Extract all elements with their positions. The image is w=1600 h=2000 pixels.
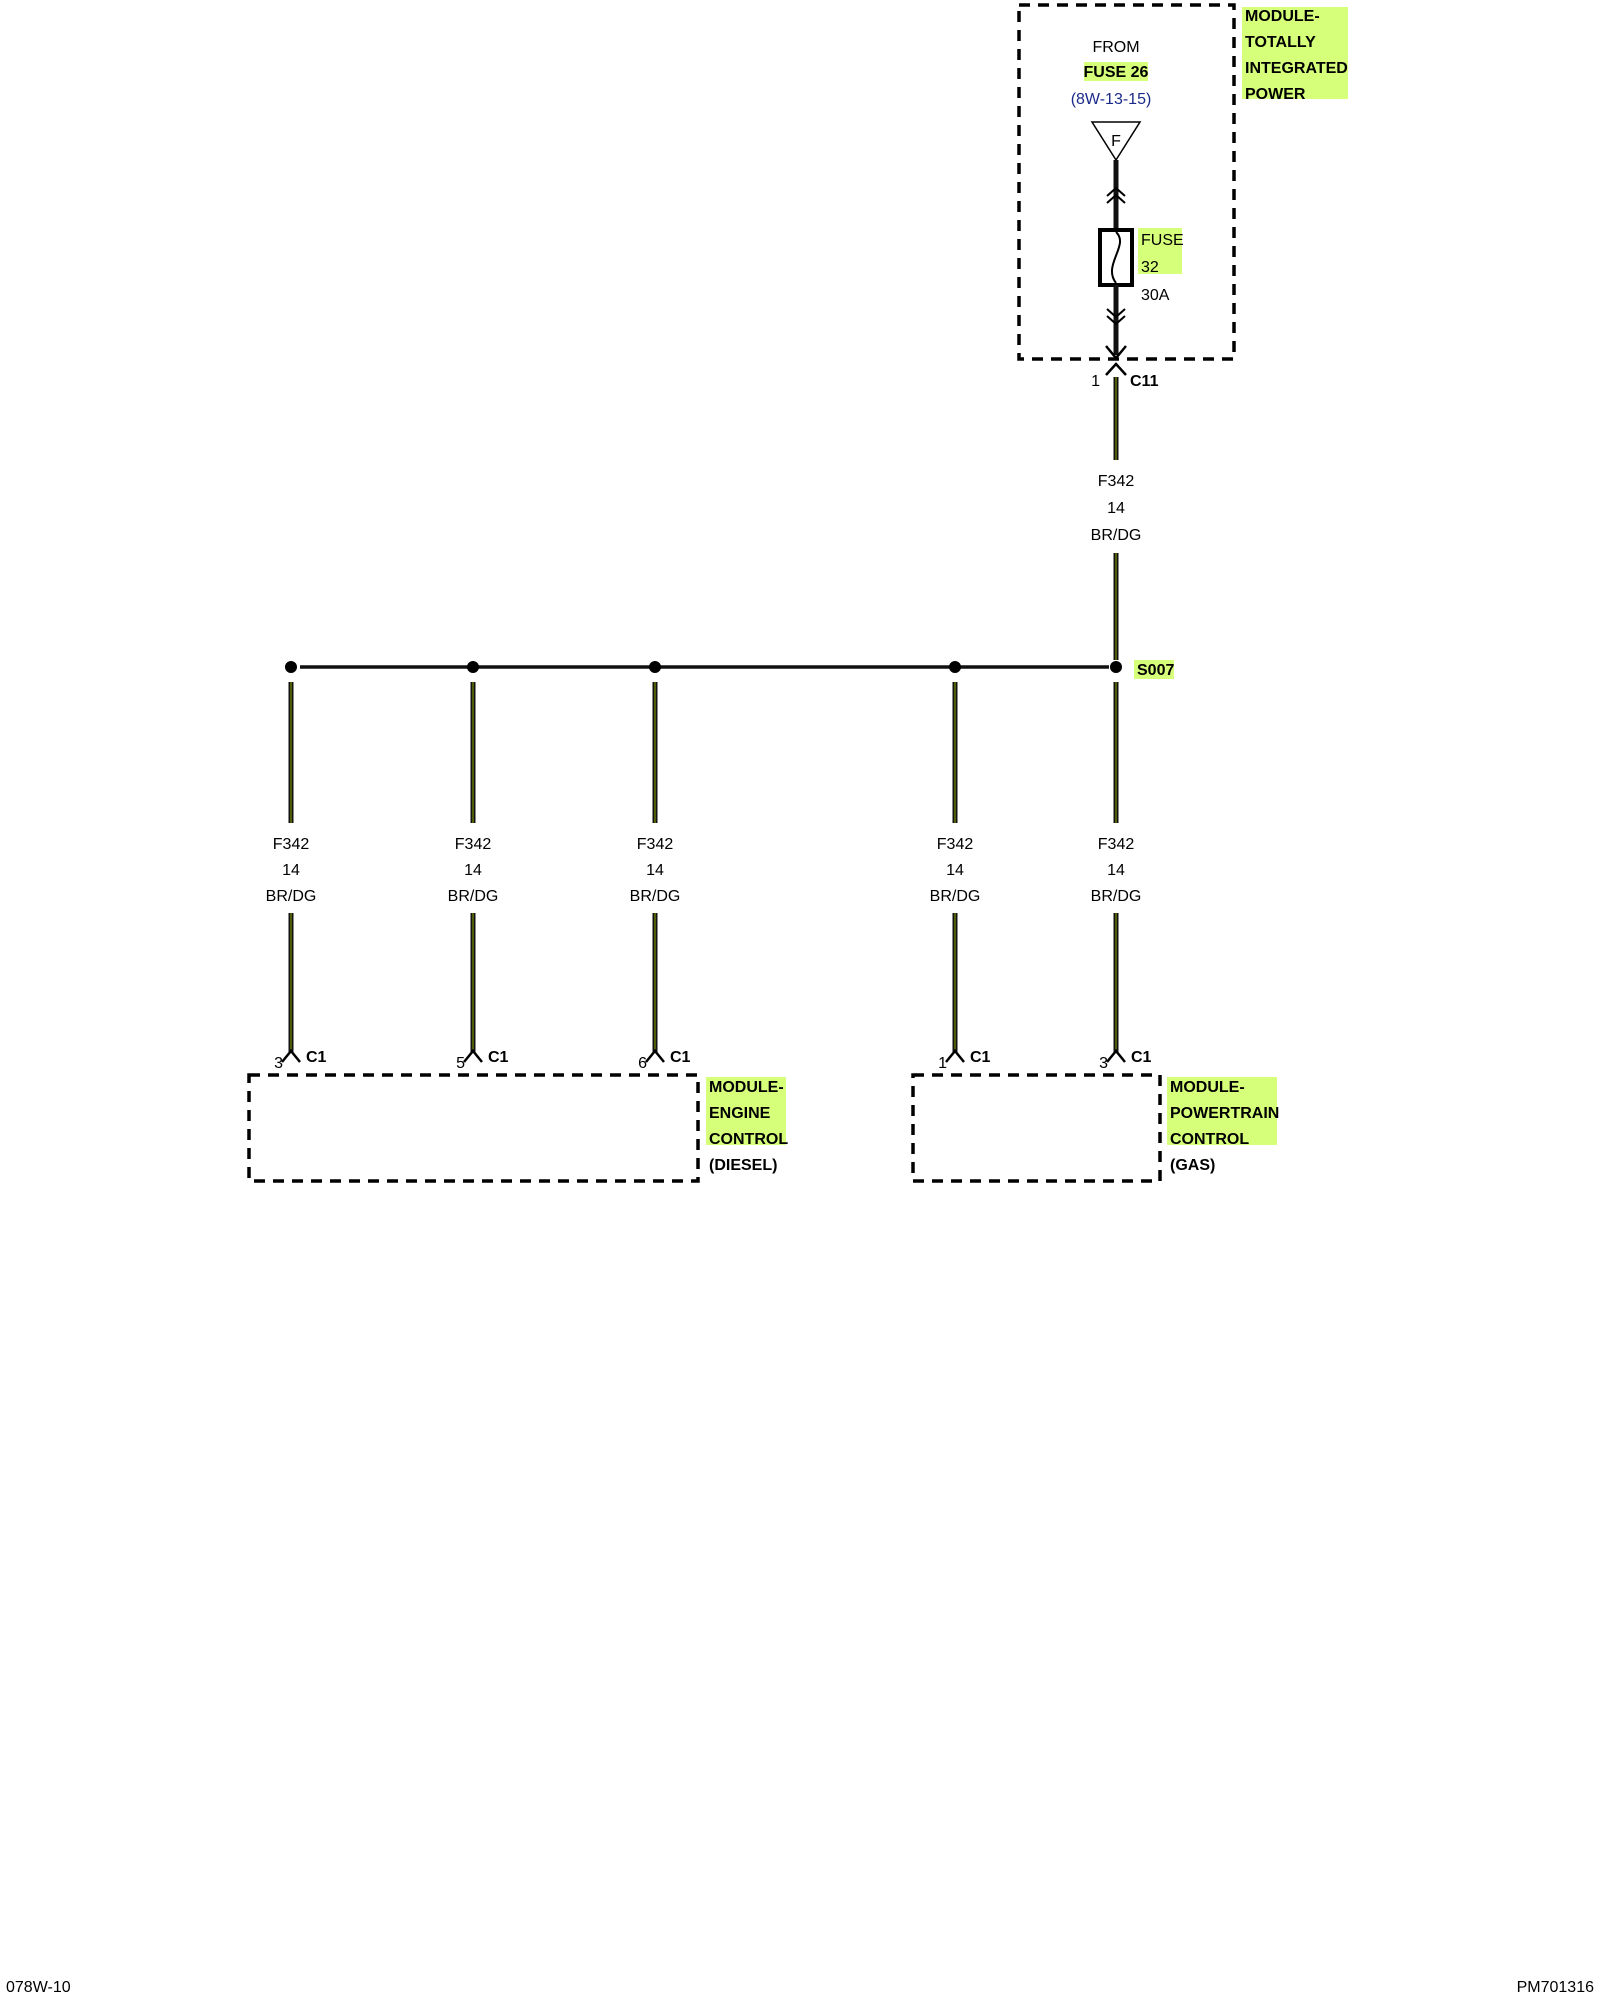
branch-connector-label: C1 [670, 1049, 691, 1066]
branch-pin-number: 6 [638, 1055, 647, 1072]
branch-color: BR/DG [630, 888, 681, 905]
fuse-icon [1098, 228, 1134, 287]
feed-wire-color: BR/DG [1091, 527, 1142, 544]
c11-connector-icon [1105, 345, 1127, 376]
c11-connector-label: C11 [1130, 373, 1159, 390]
fuse-rating: 30A [1141, 287, 1170, 304]
branch-color: BR/DG [448, 888, 499, 905]
ecm-module-box [247, 1073, 700, 1183]
connector-chevron-icon [1106, 186, 1126, 204]
footer-page-code: 078W-10 [6, 1979, 71, 1996]
tipm-reference-link[interactable]: (8W-13-15) [1071, 91, 1152, 108]
branch-color: BR/DG [266, 888, 317, 905]
ecm-variant: (DIESEL) [709, 1157, 777, 1174]
feed-wire-gauge: 14 [1107, 500, 1125, 517]
branch-gauge: 14 [282, 862, 300, 879]
footer-figure-id: PM701316 [1517, 1979, 1594, 1996]
pcm-name-line-2: POWERTRAIN [1170, 1105, 1279, 1122]
branch-circuit: F342 [1098, 836, 1135, 853]
splice-node-icon [1110, 661, 1122, 673]
branch-connector-label: C1 [1131, 1049, 1152, 1066]
connector-chevron-icon [1106, 308, 1126, 326]
c1-connector-icon [645, 1049, 665, 1063]
c1-connector-icon [281, 1049, 301, 1063]
branch-connector-label: C1 [488, 1049, 509, 1066]
branch-connector-label: C1 [306, 1049, 327, 1066]
branch-circuit: F342 [637, 836, 674, 853]
tipm-name-line-1: MODULE- [1245, 8, 1320, 25]
splice-node-icon [949, 661, 961, 673]
splice-node-icon [649, 661, 661, 673]
tipm-name-line-2: TOTALLY [1245, 34, 1316, 51]
branch-gauge: 14 [1107, 862, 1125, 879]
branch-color: BR/DG [930, 888, 981, 905]
splice-node-icon [285, 661, 297, 673]
tipm-from-label: FROM [1092, 39, 1139, 56]
tipm-module-label: MODULE- TOTALLY INTEGRATED POWER [1242, 7, 1348, 103]
fuse-feed-terminal-icon: F [1090, 121, 1142, 162]
pcm-module-label: MODULE- POWERTRAIN CONTROL (GAS) [1167, 1077, 1279, 1174]
pcm-name-line-3: CONTROL [1170, 1131, 1249, 1148]
pcm-name-line-1: MODULE- [1170, 1079, 1245, 1096]
tipm-module-box [1017, 3, 1236, 361]
branch-pin-number: 1 [938, 1055, 947, 1072]
tipm-fuse-source-label: FUSE 26 [1084, 64, 1149, 81]
splice-label: S007 [1137, 662, 1174, 679]
branch-pin-number: 3 [274, 1055, 283, 1072]
c1-connector-icon [945, 1049, 965, 1063]
c1-connector-icon [1106, 1049, 1126, 1063]
fuse-label-line-2: 32 [1141, 259, 1159, 276]
branch-pin-number: 3 [1099, 1055, 1108, 1072]
tipm-name-line-3: INTEGRATED [1245, 60, 1348, 77]
branch-pin-number: 5 [456, 1055, 465, 1072]
c1-connector-icon [463, 1049, 483, 1063]
svg-text:F: F [1111, 133, 1121, 150]
c11-pin-number: 1 [1091, 373, 1100, 390]
fuse-label-line-1: FUSE [1141, 232, 1184, 249]
ecm-name-line-3: CONTROL [709, 1131, 788, 1148]
splice-node-icon [467, 661, 479, 673]
ecm-name-line-2: ENGINE [709, 1105, 771, 1122]
feed-wire-circuit: F342 [1098, 473, 1135, 490]
pcm-variant: (GAS) [1170, 1157, 1215, 1174]
branch-gauge: 14 [946, 862, 964, 879]
branch-circuit: F342 [455, 836, 492, 853]
branch-circuit: F342 [937, 836, 974, 853]
branch-gauge: 14 [464, 862, 482, 879]
branch-color: BR/DG [1091, 888, 1142, 905]
branch-connector-label: C1 [970, 1049, 991, 1066]
pcm-module-box [911, 1073, 1162, 1183]
ecm-name-line-1: MODULE- [709, 1079, 784, 1096]
ecm-module-label: MODULE- ENGINE CONTROL (DIESEL) [706, 1077, 788, 1174]
branch-gauge: 14 [646, 862, 664, 879]
branch-circuit: F342 [273, 836, 310, 853]
tipm-name-line-4: POWER [1245, 86, 1306, 103]
